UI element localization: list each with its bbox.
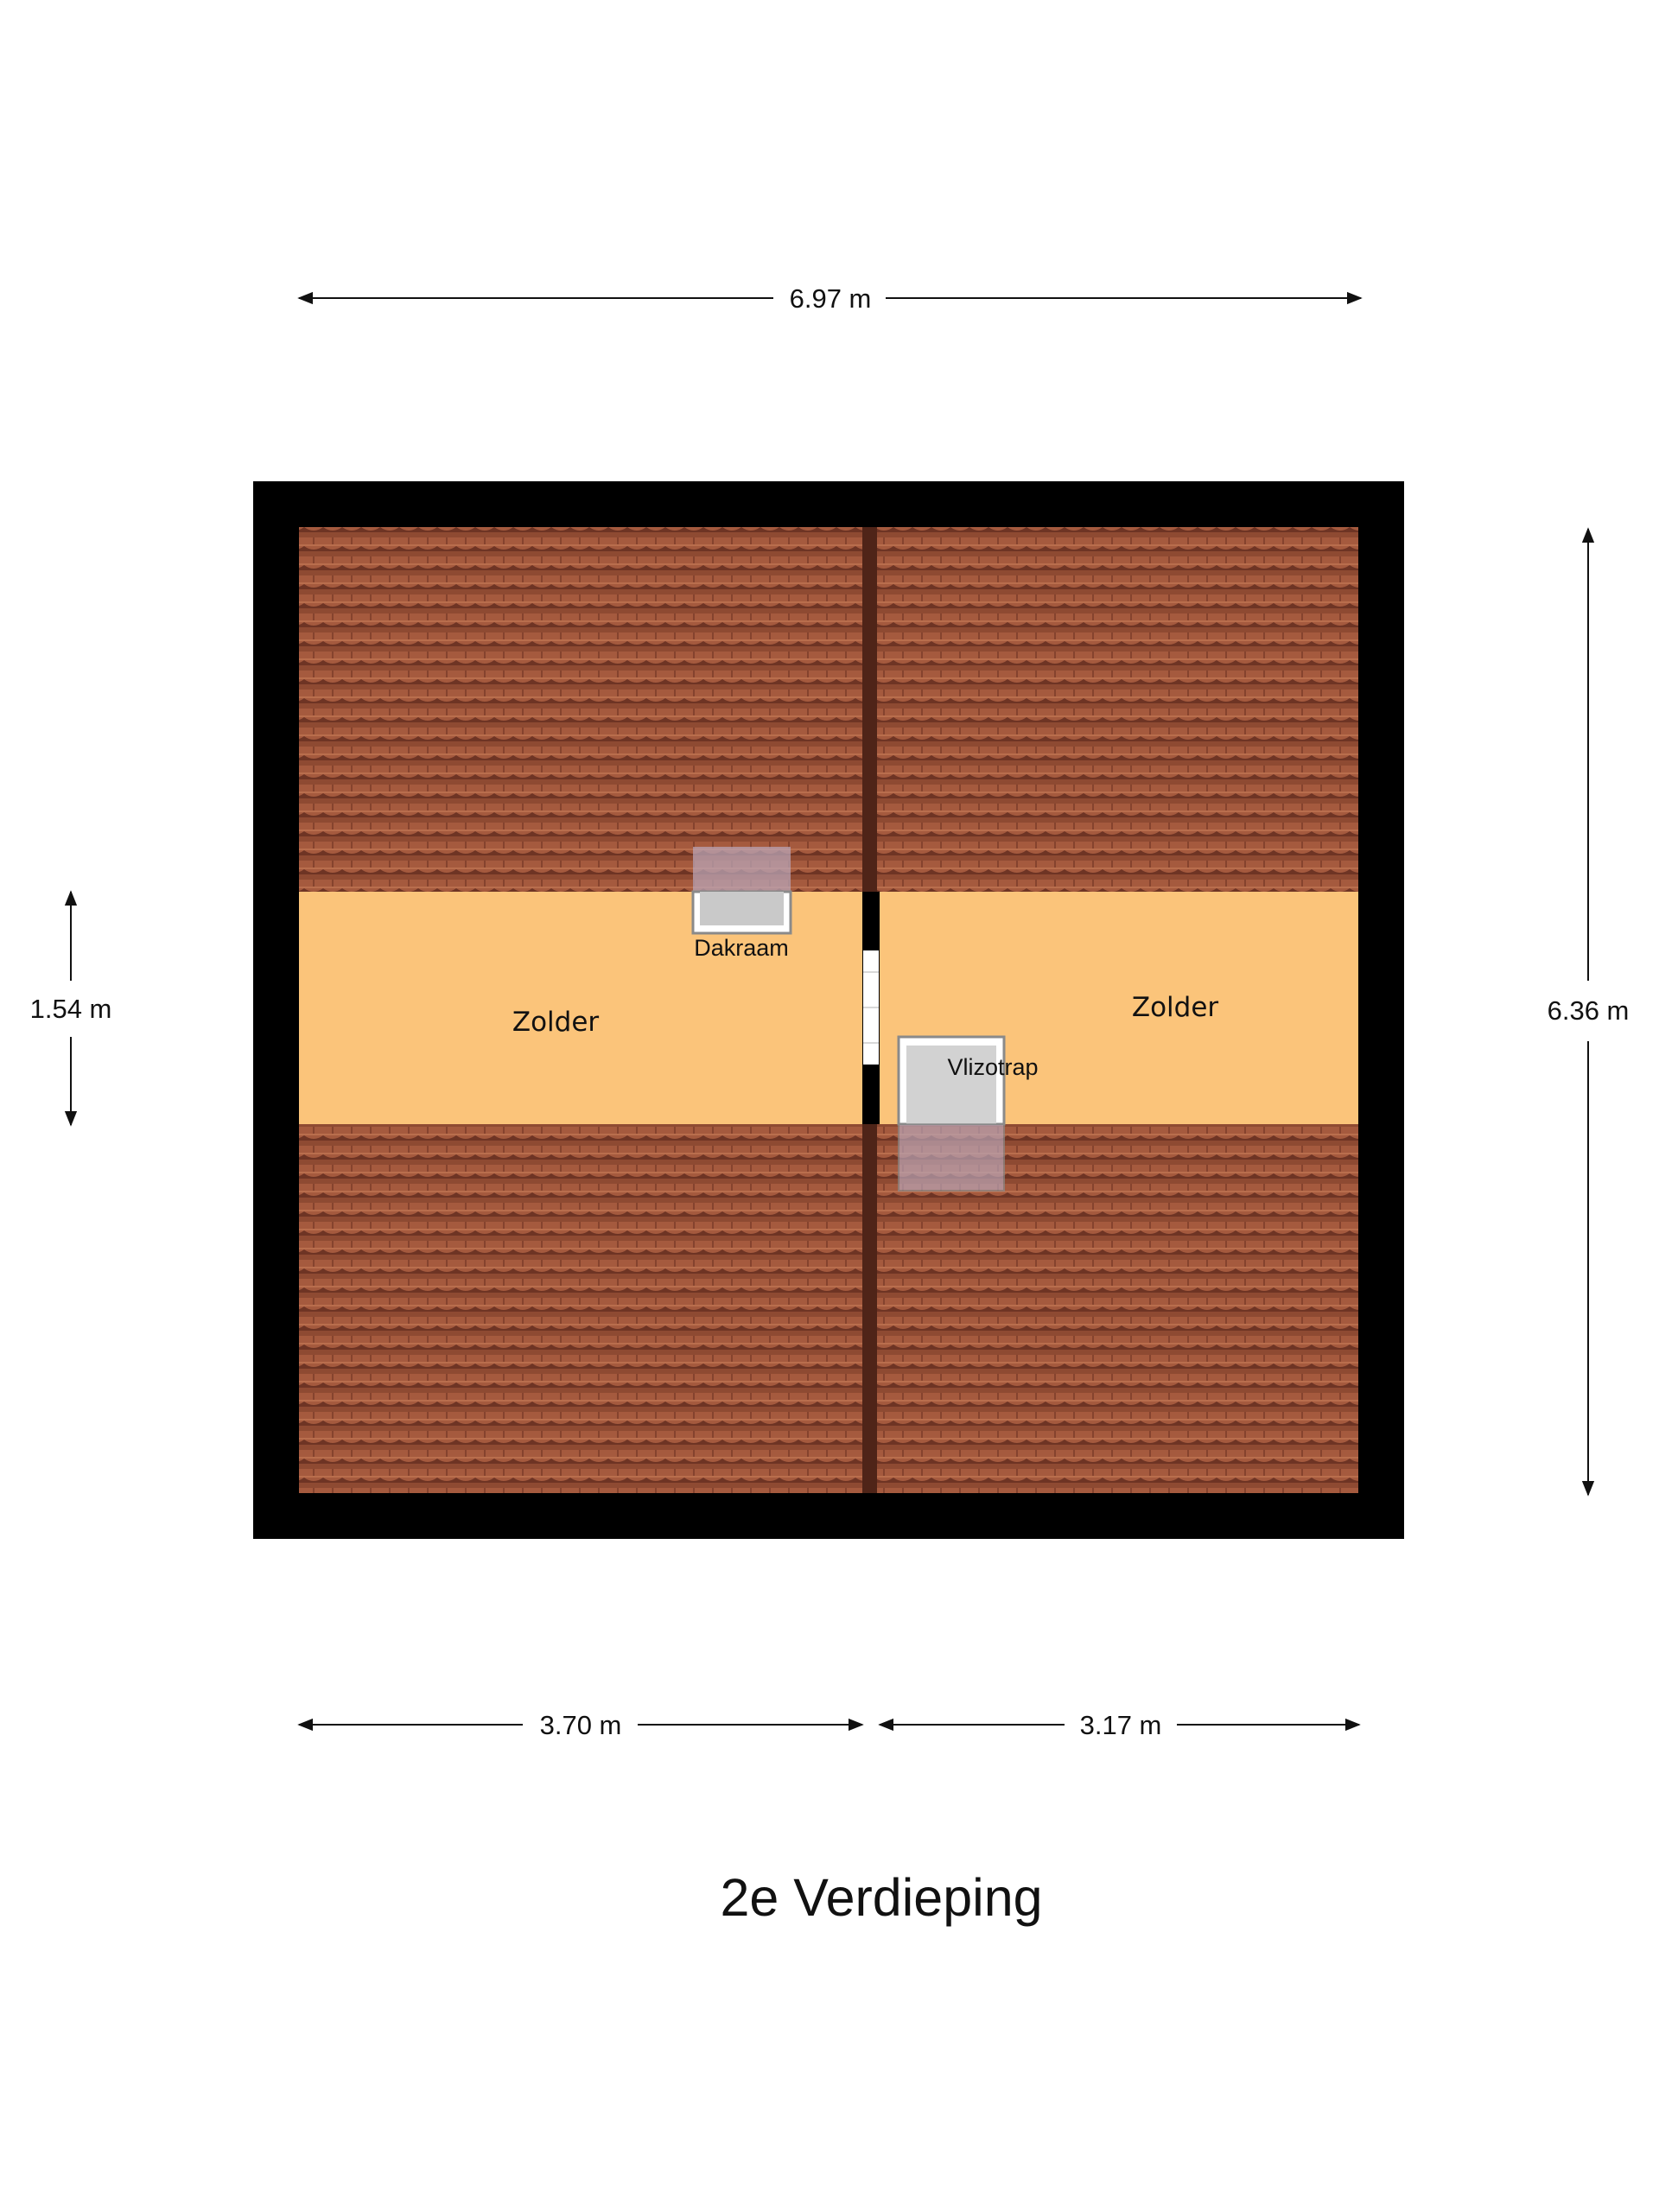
room-label-right: Zolder (1132, 992, 1219, 1023)
attic-ladder-label: Vlizotrap (947, 1054, 1038, 1080)
dimension-total-width: 6.97 m (297, 283, 1363, 314)
roof-top-left (299, 527, 862, 892)
skylight (691, 847, 792, 935)
dimension-floor-band-label: 1.54 m (30, 994, 112, 1024)
roof-top-right (877, 527, 1358, 892)
dimension-total-width-label: 6.97 m (790, 283, 872, 314)
dimension-right-width: 3.17 m (878, 1710, 1361, 1740)
roof-bottom-left (299, 1124, 862, 1493)
dimension-right-width-label: 3.17 m (1080, 1710, 1162, 1740)
roof-ridge-bottom (862, 1124, 877, 1493)
roof-ridge-top (862, 527, 877, 892)
attic-ladder (897, 1035, 1006, 1192)
skylight-label: Dakraam (694, 935, 789, 961)
room-label-left: Zolder (512, 1007, 600, 1038)
dimension-total-depth: 6.36 m (1548, 527, 1630, 1497)
dimension-left-width: 3.70 m (297, 1710, 864, 1740)
door-gap-icon (863, 950, 879, 1065)
dimension-floor-band: 1.54 m (30, 890, 112, 1127)
dimension-total-depth-label: 6.36 m (1548, 995, 1630, 1026)
dimension-left-width-label: 3.70 m (540, 1710, 622, 1740)
page-title: 2e Verdieping (720, 1868, 1042, 1927)
